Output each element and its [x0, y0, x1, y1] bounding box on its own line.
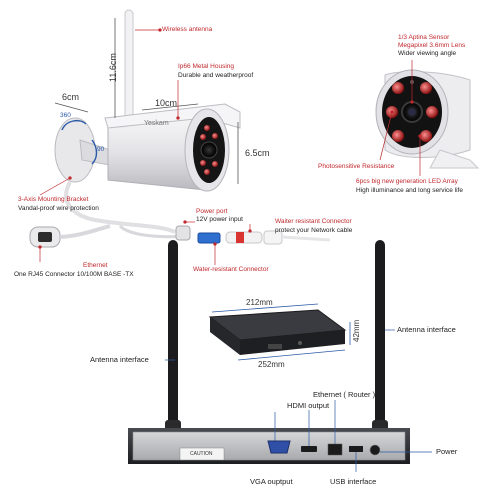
label-usb-interface: USB interface [330, 477, 377, 486]
usb-port [349, 446, 363, 452]
lens-closeup [375, 60, 480, 176]
label-power-port-desc: 12V power input [196, 216, 243, 223]
label-sensor-line2: Megapixel 3.6mm Lens [398, 42, 466, 49]
nvr-small-side [210, 317, 240, 355]
nvr-width-line [237, 349, 346, 361]
callout-line-bracket [39, 177, 71, 196]
rj45-port [38, 232, 52, 242]
rotation-arrow-90 [91, 139, 98, 165]
label-photosensitive: Photosensitive Resistance [318, 163, 395, 170]
callout-dot [390, 110, 394, 114]
rj45-cable [59, 224, 111, 239]
closeup-led [420, 130, 432, 142]
label-water-connector-title: Waiter resistant Connector [275, 218, 352, 225]
label-ethernet-router: Ethernet ( Router ) [313, 390, 376, 399]
label-camera-width: 6cm [62, 92, 80, 102]
connector-red-ring [236, 232, 244, 243]
callout-dot [38, 245, 42, 249]
camera-antenna [124, 9, 134, 129]
label-rotation-360: 360 [60, 112, 71, 119]
led [200, 160, 206, 166]
closeup-led [392, 82, 404, 94]
led [204, 125, 210, 131]
label-housing-desc: Durable and weatherproof [178, 72, 254, 79]
led [204, 169, 210, 175]
label-antenna-right: Antenna interface [397, 325, 456, 334]
label-nvr-width: 252mm [258, 360, 285, 369]
length-dim-line [141, 103, 199, 111]
label-rotation-90: 90 [97, 146, 105, 153]
label-sensor-line1: 1/3 Aptina Sensor [398, 34, 450, 41]
label-camera-diameter: 6.5cm [245, 148, 270, 158]
label-nvr-depth: 212mm [246, 298, 273, 307]
label-bracket-title: 3-Axis Mounting Bracket [18, 196, 89, 203]
label-power-port-title: Power port [196, 208, 228, 215]
callout-line-photo [379, 111, 393, 161]
ethernet-port [327, 443, 343, 456]
camera-illustration [29, 9, 331, 265]
label-hdmi-output: HDMI output [287, 401, 330, 410]
closeup-led [392, 130, 404, 142]
nvr-antenna-right [375, 240, 385, 440]
label-sensor-line3: Wider viewing angle [398, 50, 457, 57]
label-ethernet-title: Ethernet [83, 262, 108, 269]
label-water-connector-desc: protect your Network cable [275, 227, 353, 234]
label-power: Power [436, 447, 458, 456]
led [212, 161, 218, 167]
blue-network-connector [197, 232, 221, 244]
callout-dot [213, 242, 217, 246]
closeup-led [426, 106, 438, 118]
label-wireless-antenna: Wireless antenna [162, 26, 213, 33]
callout-dot [158, 28, 162, 32]
vga-port [267, 440, 291, 454]
label-vga-output: VGA ouptput [250, 477, 293, 486]
callout-dot [418, 134, 422, 138]
nvr-small-led [298, 341, 302, 345]
label-ethernet-desc: One RJ45 Connector 10/100M BASE -TX [14, 271, 134, 278]
network-cable [281, 235, 331, 242]
label-antenna-left: Antenna interface [90, 355, 149, 364]
closeup-mount [429, 149, 480, 169]
label-led-line1: 6pcs big new generation LED Array [356, 178, 458, 185]
callout-dot [248, 229, 252, 233]
label-camera-brand: Yeskam [144, 120, 169, 127]
power-port-plug [175, 225, 191, 241]
nvr-antenna-left [168, 240, 178, 440]
callout-dot [183, 220, 187, 224]
label-housing-title: Ip66 Metal Housing [178, 63, 235, 70]
callout-dot [68, 176, 72, 180]
label-water-resistant-connector: Water-resistant Connector [193, 266, 269, 273]
led [200, 134, 206, 140]
label-led-line2: High illuminance and long service life [356, 187, 463, 194]
power-port [369, 444, 381, 456]
label-nvr-height: 42mm [352, 319, 361, 342]
closeup-lens-glass [408, 108, 416, 116]
rotation-arrow-360 [61, 119, 87, 131]
nvr-small-front [240, 330, 345, 355]
label-camera-length: 10cm [155, 98, 178, 108]
nvr-depth-line [211, 303, 319, 313]
width-dim-line [54, 102, 89, 113]
label-caution: CAUTION [190, 451, 213, 457]
led [212, 133, 218, 139]
camera-lens [200, 141, 218, 159]
hdmi-port [301, 446, 317, 452]
nvr-small-port [268, 344, 282, 349]
caution-sticker [179, 447, 225, 461]
callout-dot [176, 116, 180, 120]
label-bracket-desc: Vandal-proof wire protection [18, 205, 99, 212]
nvr-back-view [128, 240, 432, 472]
callout-dot [410, 100, 414, 104]
camera-cable [64, 181, 176, 234]
closeup-led [420, 82, 432, 94]
nvr-small-view [208, 303, 351, 361]
label-camera-height: 11.6cm [108, 53, 118, 82]
